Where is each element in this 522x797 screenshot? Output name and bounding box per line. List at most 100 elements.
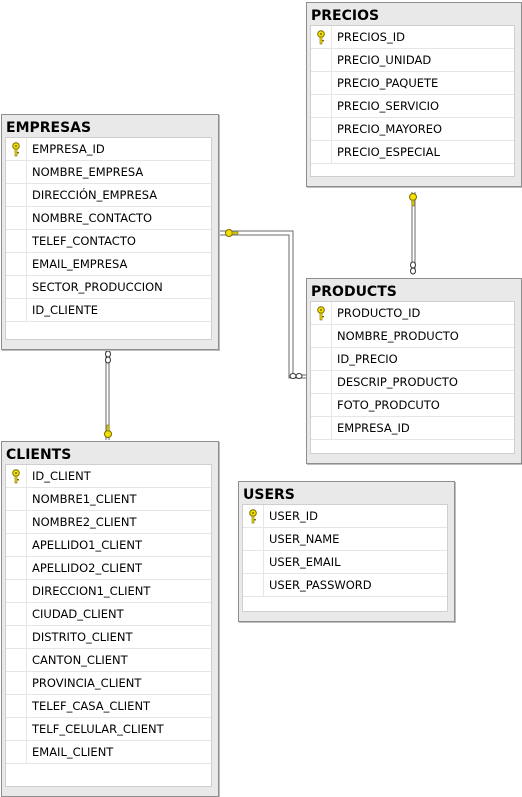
row-selector <box>311 118 332 140</box>
column-row[interactable]: NOMBRE2_CLIENT <box>6 511 211 534</box>
column-row[interactable]: NOMBRE_EMPRESA <box>6 161 211 184</box>
column-row[interactable]: APELLIDO2_CLIENT <box>6 557 211 580</box>
column-name: USER_EMAIL <box>269 555 341 569</box>
relationship-precios-products <box>409 192 417 275</box>
column-row[interactable]: NOMBRE1_CLIENT <box>6 488 211 511</box>
row-selector <box>6 580 27 602</box>
column-row[interactable]: TELEF_CONTACTO <box>6 230 211 253</box>
row-selector <box>6 465 27 487</box>
column-name: EMAIL_EMPRESA <box>32 257 128 271</box>
column-name: ID_CLIENTE <box>32 303 98 317</box>
column-name: PRECIO_MAYOREO <box>337 122 443 136</box>
row-selector <box>6 488 27 510</box>
column-row[interactable]: NOMBRE_PRODUCTO <box>311 325 514 348</box>
column-row[interactable]: TELF_CELULAR_CLIENT <box>6 718 211 741</box>
row-selector <box>6 672 27 694</box>
column-row[interactable]: PRECIO_ESPECIAL <box>311 141 514 164</box>
column-row[interactable]: SECTOR_PRODUCCION <box>6 276 211 299</box>
row-selector <box>243 505 264 527</box>
row-selector <box>311 72 332 94</box>
column-name: PRECIO_UNIDAD <box>337 53 432 67</box>
column-name: APELLIDO2_CLIENT <box>32 561 142 575</box>
column-name: EMPRESA_ID <box>32 142 105 156</box>
column-row[interactable]: USER_PASSWORD <box>243 574 447 597</box>
column-row[interactable]: USER_NAME <box>243 528 447 551</box>
column-list: PRECIOS_ID PRECIO_UNIDAD PRECIO_PAQUETE PRE… <box>310 25 515 177</box>
row-selector <box>311 394 332 416</box>
column-list: USER_ID USER_NAME USER_EMAIL USER_PASSWORD <box>242 504 448 612</box>
table-title: PRECIOS <box>311 8 380 24</box>
column-name: USER_ID <box>269 509 318 523</box>
row-selector <box>311 348 332 370</box>
row-selector <box>6 695 27 717</box>
row-selector <box>6 138 27 160</box>
column-row[interactable]: FOTO_PRODCUTO <box>311 394 514 417</box>
row-selector <box>243 528 264 550</box>
row-selector <box>311 49 332 71</box>
table-title: USERS <box>243 487 295 503</box>
key-icon <box>225 229 239 237</box>
table-precios[interactable]: PRECIOS PRECIOS_ID PRECIO_UNIDAD PRECIO_PA… <box>306 2 522 187</box>
column-row[interactable]: DIRECCIÓN_EMPRESA <box>6 184 211 207</box>
column-row[interactable]: NOMBRE_CONTACTO <box>6 207 211 230</box>
column-row[interactable]: USER_EMAIL <box>243 551 447 574</box>
column-row[interactable]: USER_ID <box>243 505 447 528</box>
table-users[interactable]: USERS USER_ID USER_NAME USER_EMAIL USER_PAS… <box>238 481 455 622</box>
column-name: USER_NAME <box>269 532 340 546</box>
infinity-icon <box>105 350 111 364</box>
column-row[interactable]: DESCRIP_PRODUCTO <box>311 371 514 394</box>
column-name: ID_CLIENT <box>32 469 91 483</box>
column-row[interactable]: EMAIL_EMPRESA <box>6 253 211 276</box>
column-name: PRECIO_PAQUETE <box>337 76 439 90</box>
column-name: PROVINCIA_CLIENT <box>32 676 142 690</box>
column-row[interactable]: PRECIO_MAYOREO <box>311 118 514 141</box>
column-row[interactable]: PRECIO_SERVICIO <box>311 95 514 118</box>
key-icon <box>409 193 417 207</box>
column-name: DIRECCION1_CLIENT <box>32 584 151 598</box>
column-row[interactable]: PROVINCIA_CLIENT <box>6 672 211 695</box>
row-selector <box>6 603 27 625</box>
infinity-icon <box>289 373 303 379</box>
row-selector <box>311 371 332 393</box>
row-selector <box>6 184 27 206</box>
column-name: ID_PRECIO <box>337 352 398 366</box>
column-name: NOMBRE2_CLIENT <box>32 515 137 529</box>
row-selector <box>6 299 27 321</box>
column-row[interactable]: DISTRITO_CLIENT <box>6 626 211 649</box>
primary-key-icon <box>11 469 21 484</box>
row-selector <box>6 161 27 183</box>
column-name: CANTON_CLIENT <box>32 653 128 667</box>
column-row[interactable]: EMAIL_CLIENT <box>6 741 211 764</box>
table-clients[interactable]: CLIENTS ID_CLIENT NOMBRE1_CLIENT NOMBRE2_C… <box>1 441 219 797</box>
column-row[interactable]: ID_CLIENTE <box>6 299 211 322</box>
column-row[interactable]: PRODUCTO_ID <box>311 302 514 325</box>
row-selector <box>6 649 27 671</box>
column-row[interactable]: CANTON_CLIENT <box>6 649 211 672</box>
column-row[interactable]: CIUDAD_CLIENT <box>6 603 211 626</box>
column-row[interactable]: ID_CLIENT <box>6 465 211 488</box>
table-title: PRODUCTS <box>311 284 397 300</box>
column-row[interactable]: ID_PRECIO <box>311 348 514 371</box>
column-row[interactable]: PRECIO_PAQUETE <box>311 72 514 95</box>
column-row[interactable]: PRECIO_UNIDAD <box>311 49 514 72</box>
column-row[interactable]: PRECIOS_ID <box>311 26 514 49</box>
row-selector <box>6 276 27 298</box>
column-row[interactable]: TELEF_CASA_CLIENT <box>6 695 211 718</box>
column-name: DESCRIP_PRODUCTO <box>337 375 458 389</box>
table-title: CLIENTS <box>6 447 72 463</box>
row-selector <box>6 557 27 579</box>
row-selector <box>6 511 27 533</box>
primary-key-icon <box>11 142 21 157</box>
row-selector <box>243 551 264 573</box>
column-name: NOMBRE1_CLIENT <box>32 492 137 506</box>
column-row[interactable]: DIRECCION1_CLIENT <box>6 580 211 603</box>
row-selector <box>6 626 27 648</box>
row-selector <box>311 95 332 117</box>
column-row[interactable]: EMPRESA_ID <box>311 417 514 440</box>
row-selector <box>311 417 332 439</box>
column-row[interactable]: EMPRESA_ID <box>6 138 211 161</box>
row-selector <box>311 26 332 48</box>
column-row[interactable]: APELLIDO1_CLIENT <box>6 534 211 557</box>
